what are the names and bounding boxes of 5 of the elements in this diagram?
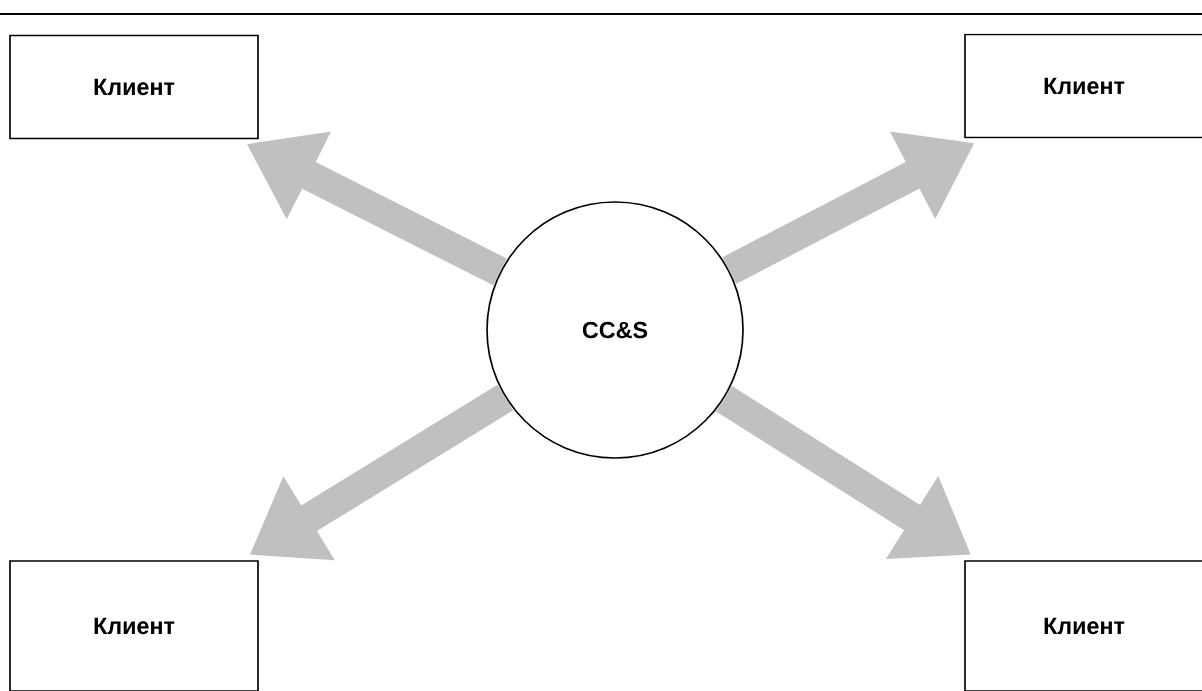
client-box: Клиент	[964, 33, 1202, 139]
client-box: Клиент	[9, 34, 259, 140]
circle-node: CC&S	[486, 201, 744, 459]
client-box: Клиент	[964, 560, 1202, 691]
client-box: Клиент	[9, 560, 259, 691]
